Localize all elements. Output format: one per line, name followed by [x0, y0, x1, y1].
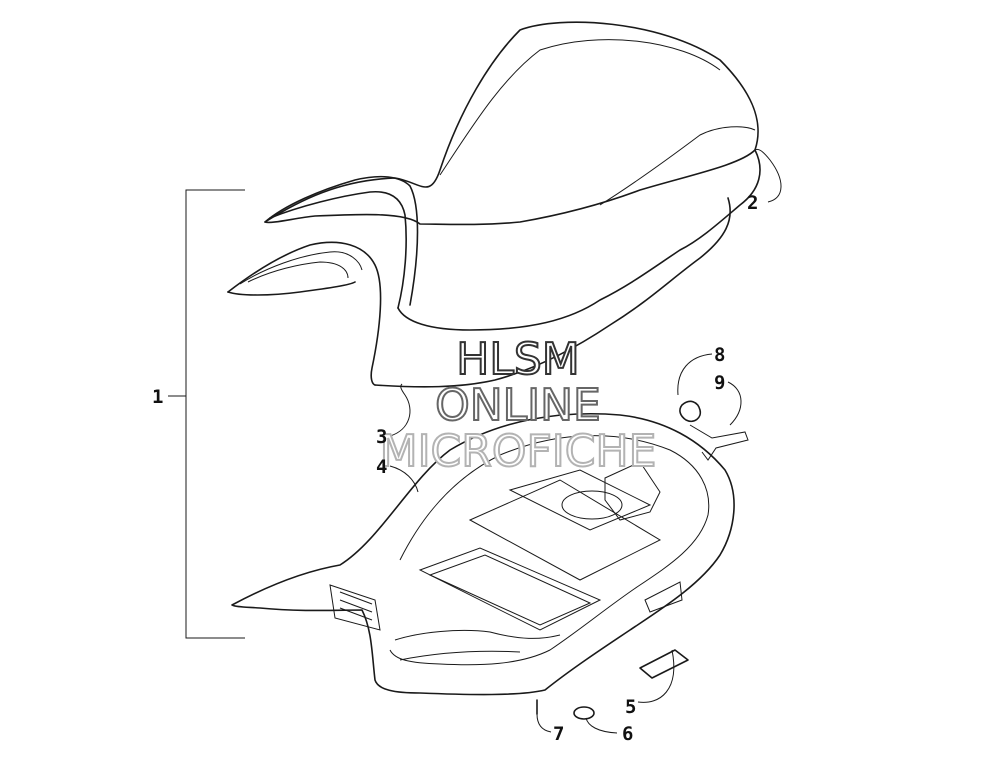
leader-lines [168, 148, 782, 734]
callout-7: 7 [553, 723, 564, 745]
latch-parts [679, 400, 749, 461]
callout-3: 3 [376, 426, 387, 448]
callout-1: 1 [152, 386, 163, 408]
callouts: 1 2 3 4 8 9 5 6 7 [152, 192, 758, 745]
callout-8: 8 [714, 344, 725, 366]
bumper-pad [639, 649, 689, 679]
watermark-line2: ONLINE [435, 380, 601, 431]
seat-base-tray [231, 412, 735, 696]
callout-5: 5 [625, 696, 636, 718]
callout-9: 9 [714, 372, 725, 394]
grommet [573, 706, 595, 720]
watermark-line3: MICROFICHE [380, 426, 657, 477]
callout-4: 4 [376, 456, 387, 478]
callout-6: 6 [622, 723, 633, 745]
watermark-line1: HLSM [456, 334, 580, 385]
callout-2: 2 [747, 192, 758, 214]
watermark: HLSM ONLINE MICROFICHE [379, 333, 658, 478]
seat-cushion [227, 21, 761, 388]
